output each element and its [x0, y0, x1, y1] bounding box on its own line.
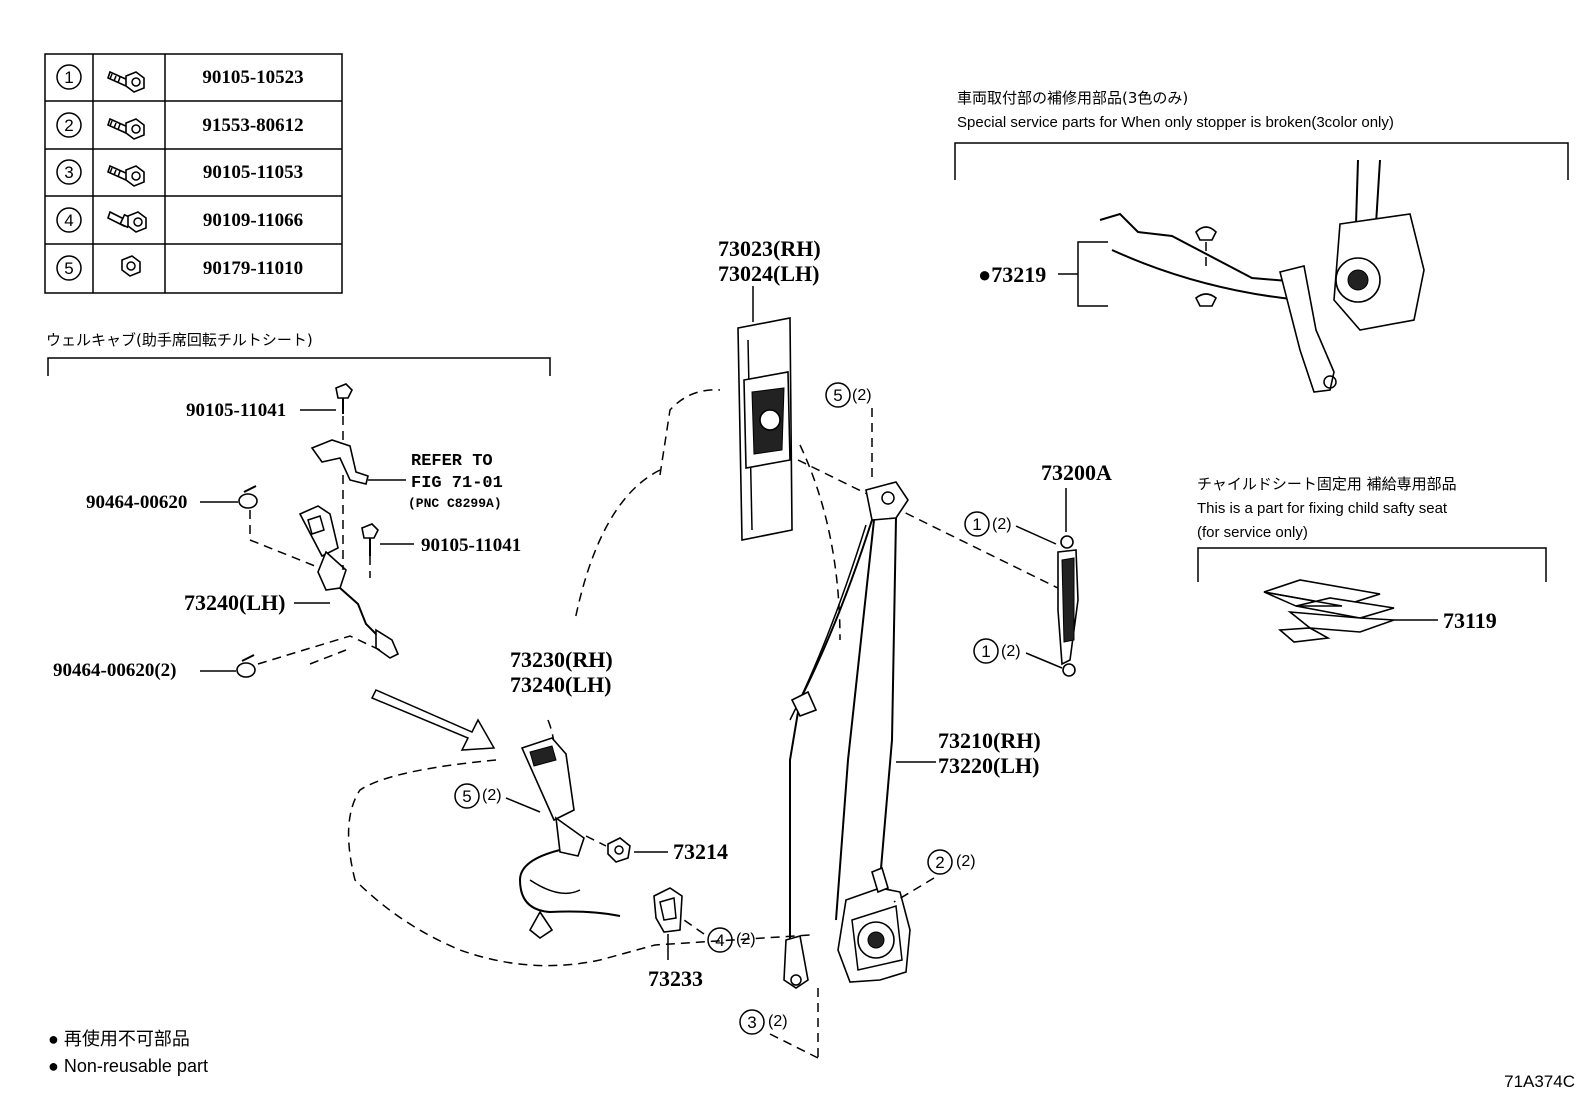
child-seat-clip [1263, 579, 1395, 643]
part-label-buckle-welcab: 73240(LH) [184, 590, 285, 615]
fastener-table: 1 90105-10523 2 91553-80612 3 [44, 53, 343, 294]
refer-line3: (PNC C8299A) [408, 496, 502, 511]
child-seat-section: チャイルドシート固定用 補給専用部品 This is a part for fi… [1197, 475, 1547, 643]
part-label-child-seat: 73119 [1443, 608, 1497, 633]
callout: 5 (2) [454, 783, 502, 809]
nut-icon [121, 255, 141, 277]
svg-text:(2): (2) [768, 1013, 788, 1030]
part-label-adjuster: 73200A [1041, 460, 1112, 485]
direction-arrow [370, 689, 496, 751]
part-label-belt-lh: 73220(LH) [938, 753, 1039, 778]
part-number: 91553-80612 [202, 115, 303, 136]
row-number: 1 [64, 68, 73, 87]
buckle-main [518, 737, 621, 939]
part-label-stopper: ●73219 [978, 262, 1046, 287]
part-label-buckle-lh: 73240(LH) [510, 672, 611, 697]
part-label-cover: 73233 [648, 966, 703, 991]
row-number: 5 [64, 259, 73, 278]
callout: 4 (2) [707, 927, 756, 953]
callout: 1 (2) [973, 638, 1021, 664]
table-row: 5 90179-11010 [56, 255, 303, 281]
svg-text:(2): (2) [1001, 643, 1021, 660]
clamp-icon [238, 485, 258, 509]
row-number: 3 [64, 163, 73, 182]
callout: 1 (2) [964, 511, 1012, 537]
table-row: 4 90109-11066 [56, 207, 303, 233]
special-service-title-en: Special service parts for When only stop… [957, 114, 1394, 131]
part-label-anchor: 73214 [673, 839, 728, 864]
svg-text:2: 2 [935, 853, 944, 872]
svg-text:5: 5 [833, 386, 842, 405]
special-service-section: 車両取付部の補修用部品(3色のみ) Special service parts … [954, 89, 1569, 393]
retractor [837, 866, 911, 983]
part-label-buckle-rh: 73230(RH) [510, 647, 613, 672]
anchor-nut [607, 837, 631, 863]
part-label-pillar-lh: 73024(LH) [718, 261, 819, 286]
row-number: 4 [64, 211, 73, 230]
legend-jp: ● 再使用不可部品 [48, 1029, 190, 1049]
part-label-bolt-mid: 90105-11041 [421, 535, 521, 556]
row-number: 2 [64, 116, 73, 135]
callout: 5 (2) [825, 382, 872, 408]
svg-text:(2): (2) [736, 931, 756, 948]
bolt-icon [107, 117, 145, 140]
stopper-assembly [1099, 159, 1425, 393]
svg-text:4: 4 [715, 931, 724, 950]
seatbelt-webbing [783, 481, 909, 989]
bracket [310, 439, 369, 485]
callout: 2 (2) [927, 849, 976, 875]
child-seat-title-jp: チャイルドシート固定用 補給専用部品 [1197, 475, 1457, 493]
child-seat-title-en2: (for service only) [1197, 524, 1308, 541]
bolt-icon [361, 523, 379, 556]
child-seat-title-en1: This is a part for fixing child safty se… [1197, 500, 1448, 517]
refer-line1: REFER TO [411, 452, 493, 471]
svg-text:5: 5 [462, 787, 471, 806]
pillar-trim [737, 317, 793, 541]
table-row: 1 90105-10523 [56, 64, 304, 93]
svg-text:(2): (2) [956, 853, 976, 870]
table-row: 2 91553-80612 [56, 112, 304, 140]
svg-text:(2): (2) [852, 387, 872, 404]
bolt-icon [107, 70, 145, 93]
part-number: 90109-11066 [203, 210, 303, 231]
bolt-icon [107, 164, 145, 187]
svg-text:1: 1 [972, 515, 981, 534]
svg-text:3: 3 [747, 1013, 756, 1032]
main-assembly: 73023(RH) 73024(LH) 5 (2) [347, 236, 1112, 1059]
figure-code: 71A374C [1504, 1072, 1575, 1091]
welcab-title: ウェルキャブ(助手席回転チルトシート) [46, 331, 313, 349]
table-row: 3 90105-11053 [56, 159, 303, 187]
part-number: 90105-11053 [203, 162, 303, 183]
callout: 3 (2) [739, 1009, 788, 1035]
clamp-icon [236, 654, 256, 678]
cover [653, 887, 683, 933]
svg-text:(2): (2) [992, 516, 1012, 533]
special-service-title-jp: 車両取付部の補修用部品(3色のみ) [957, 89, 1188, 107]
part-label-bolt-top: 90105-11041 [186, 400, 286, 421]
buckle-welcab [298, 505, 400, 659]
part-label-pillar-rh: 73023(RH) [718, 236, 821, 261]
shoulder-bolt-icon [107, 210, 147, 233]
legend-en: ● Non-reusable part [48, 1056, 208, 1076]
svg-text:1: 1 [981, 642, 990, 661]
part-number: 90105-10523 [202, 67, 303, 88]
svg-text:(2): (2) [482, 787, 502, 804]
part-number: 90179-11010 [203, 258, 303, 279]
part-label-belt-rh: 73210(RH) [938, 728, 1041, 753]
part-label-clamp-top: 90464-00620 [86, 492, 187, 513]
height-adjuster [1057, 535, 1079, 677]
refer-line2: FIG 71-01 [411, 474, 503, 493]
part-label-clamp-bottom: 90464-00620(2) [53, 660, 176, 681]
welcab-section: ウェルキャブ(助手席回転チルトシート) 90105-11041 REFER TO… [46, 331, 551, 751]
bolt-icon [335, 383, 353, 414]
